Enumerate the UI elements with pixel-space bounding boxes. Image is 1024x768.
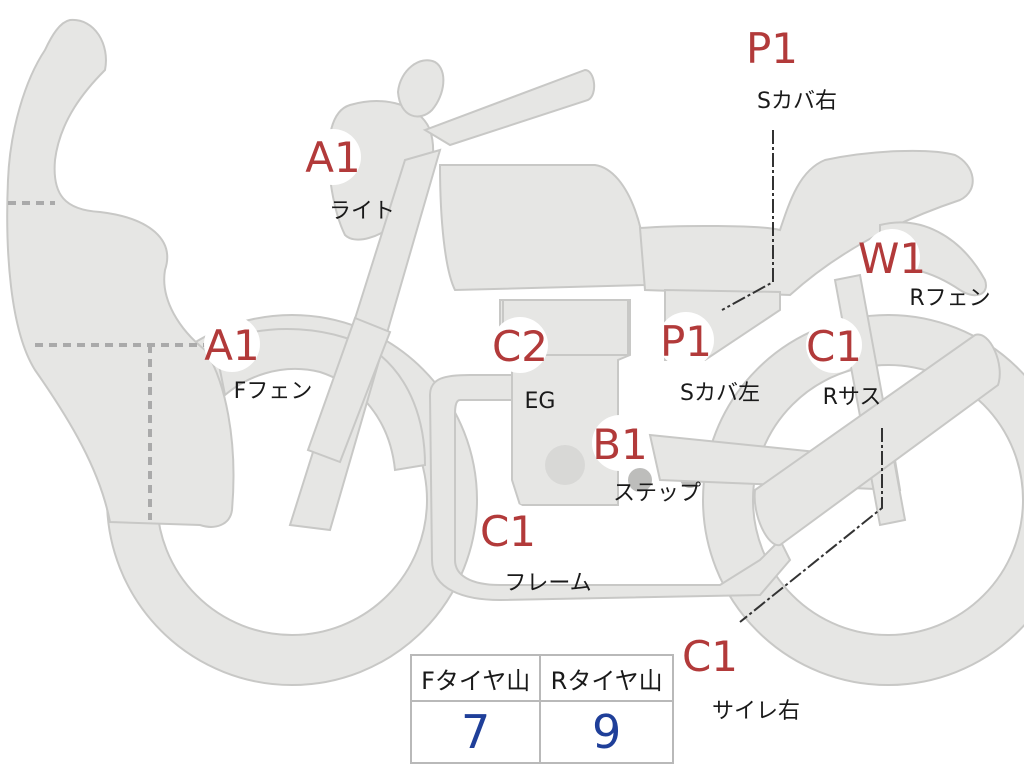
mirror-shape (396, 59, 445, 118)
front-tire-header: Fタイヤ山 (409, 654, 542, 702)
label-text: Rサス (823, 385, 882, 410)
part-label-rear-fender[interactable]: W1 Rフェン (858, 229, 991, 311)
part-label-engine[interactable]: C2 EG (492, 317, 556, 414)
part-label-step[interactable]: B1 ステップ (592, 415, 701, 506)
tire-depth-table: Fタイヤ山 Rタイヤ山 7 9 (409, 654, 674, 764)
muffler-shape (753, 333, 1001, 547)
part-label-frame[interactable]: C1 フレーム (480, 502, 592, 596)
label-text: Sカバ右 (757, 89, 837, 114)
grade-text: C2 (492, 322, 548, 371)
grade-text: W1 (858, 234, 926, 283)
label-text: ステップ (613, 481, 701, 506)
part-label-front-fender[interactable]: A1 Fフェン (204, 316, 312, 404)
part-label-side-cover-right[interactable]: P1 Sカバ右 (744, 19, 837, 114)
grade-text: A1 (204, 321, 259, 370)
grade-text: B1 (592, 420, 648, 469)
grade-text: P1 (660, 317, 712, 366)
front-tire-value: 7 (409, 700, 542, 764)
grade-text: A1 (305, 133, 360, 182)
label-text: Sカバ左 (680, 381, 760, 406)
grade-text: C1 (682, 632, 738, 681)
grade-text: C1 (806, 322, 862, 371)
rear-tire-value: 9 (539, 700, 674, 764)
label-text: サイレ右 (712, 699, 800, 724)
fuel-tank-shape (438, 164, 647, 292)
rear-tire-header: Rタイヤ山 (539, 654, 674, 702)
grade-text: P1 (746, 24, 798, 73)
part-label-rear-suspension[interactable]: C1 Rサス (806, 317, 881, 410)
part-label-side-cover-left[interactable]: P1 Sカバ左 (658, 312, 760, 406)
part-label-muffler-right[interactable]: C1 サイレ右 (682, 627, 800, 724)
label-text: EG (525, 389, 556, 414)
label-text: ライト (329, 199, 395, 224)
handlebar-shape (422, 68, 596, 147)
label-text: Rフェン (909, 286, 990, 311)
label-text: フレーム (504, 571, 591, 596)
grade-text: C1 (480, 507, 536, 556)
fairing-shape (6, 18, 235, 528)
frame-loop-shape (428, 374, 792, 602)
label-text: Fフェン (234, 379, 313, 404)
part-label-light[interactable]: A1 ライト (305, 129, 395, 224)
